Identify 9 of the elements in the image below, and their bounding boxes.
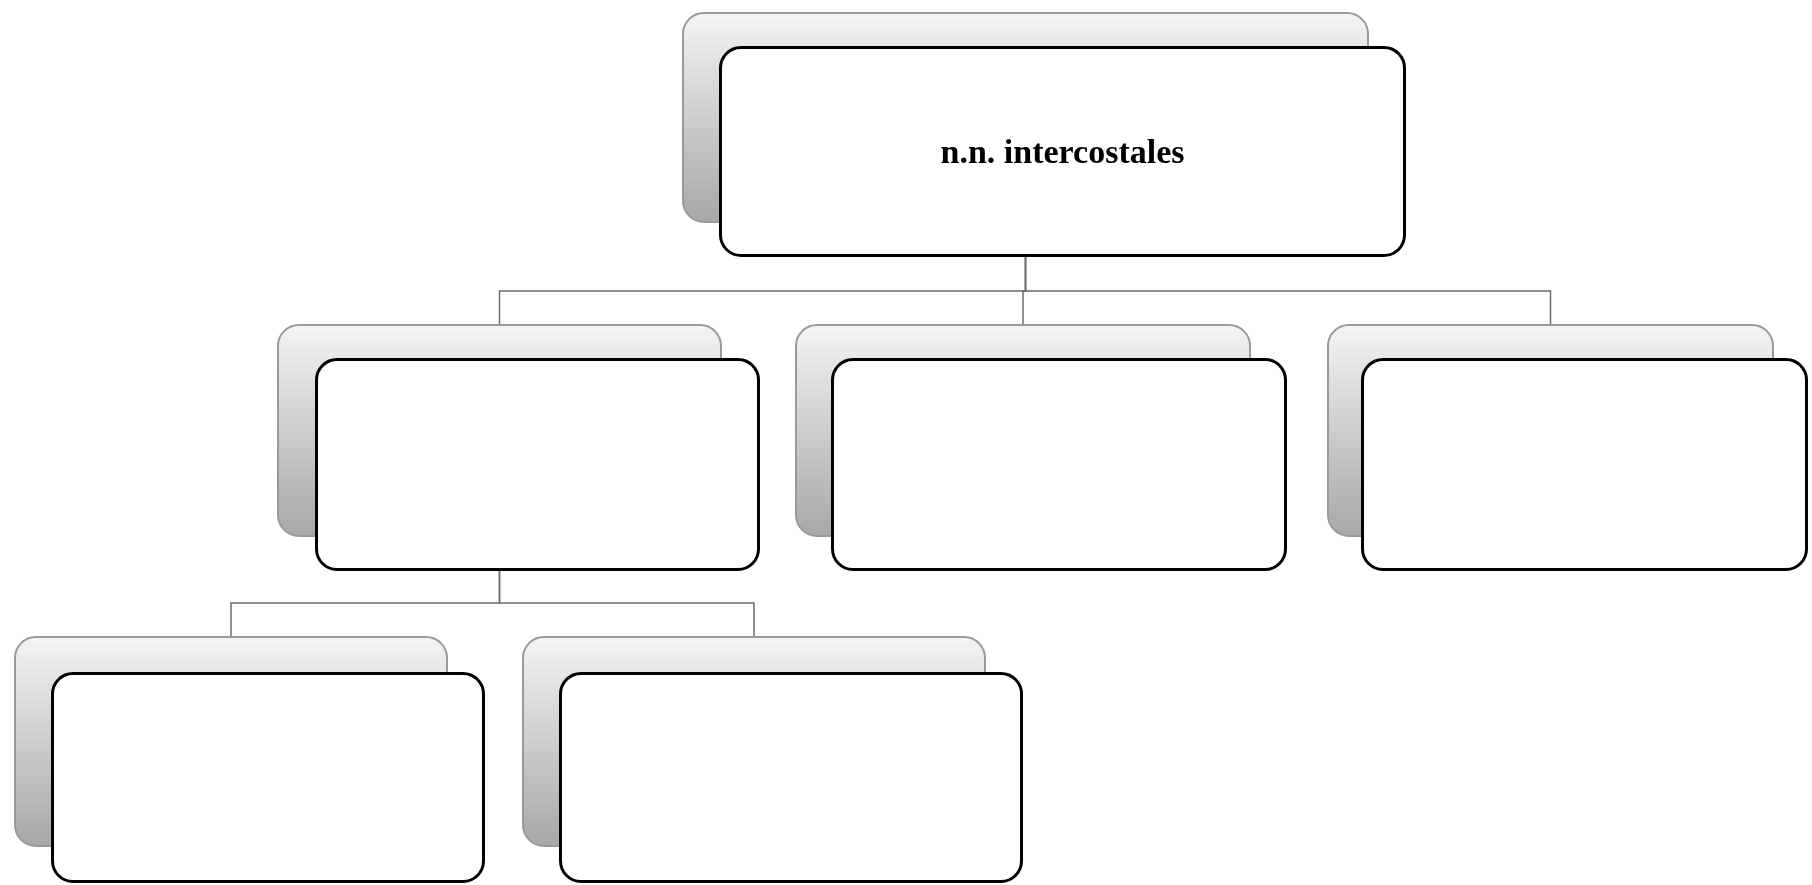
org-chart-box [14, 636, 485, 883]
org-chart-box [682, 12, 1406, 257]
connector-line [498, 570, 755, 637]
org-chart-box [1327, 324, 1808, 571]
org-chart-box [522, 636, 1023, 883]
org-chart-box [795, 324, 1287, 571]
connector-line [1024, 256, 1552, 325]
box-title: n.n. intercostales [940, 132, 1185, 172]
org-chart-box [277, 324, 760, 571]
